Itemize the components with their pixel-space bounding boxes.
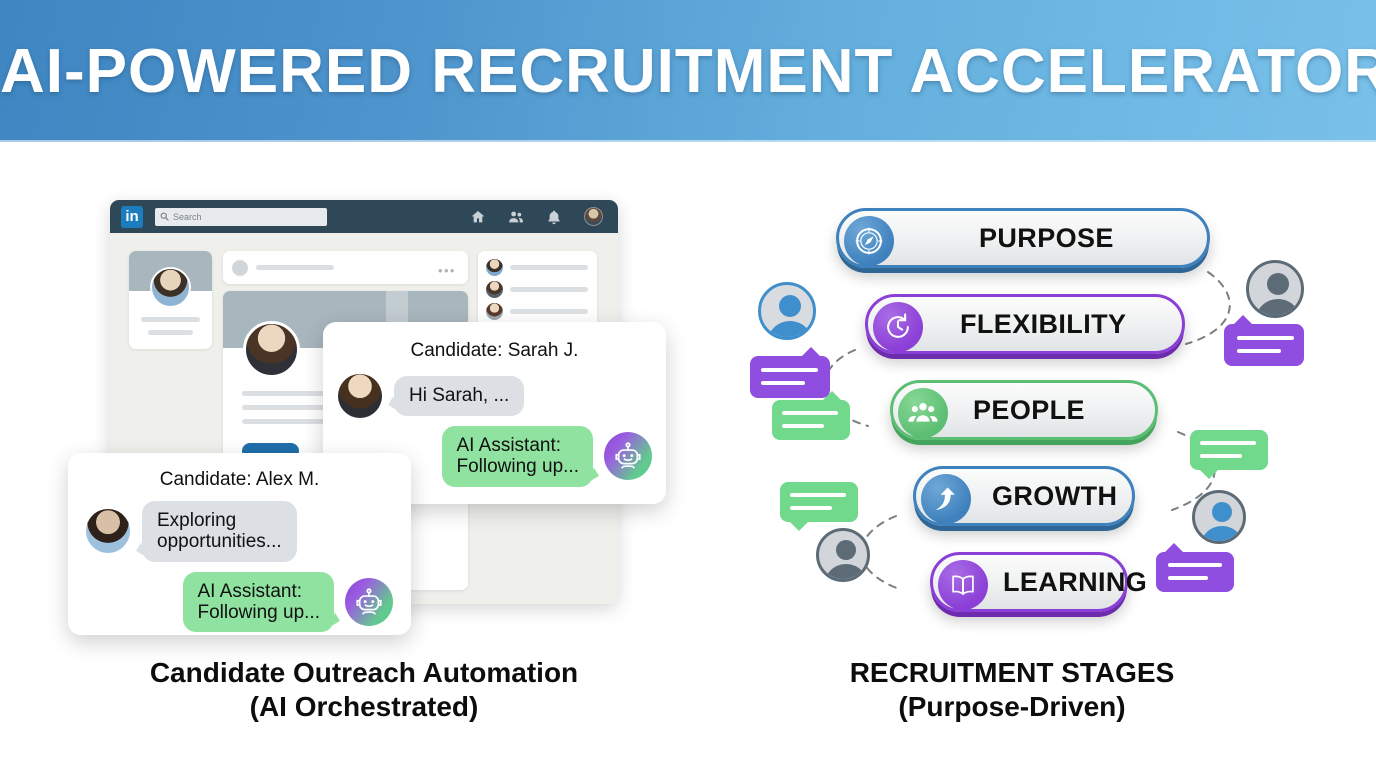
- list-item[interactable]: [486, 303, 589, 321]
- chat-message-outgoing: AI Assistant: Following up...: [68, 571, 393, 633]
- incoming-bubble: Exploring opportunities...: [142, 501, 297, 562]
- bell-icon[interactable]: [546, 209, 562, 225]
- book-icon: [938, 560, 988, 610]
- profile-card[interactable]: [129, 251, 212, 349]
- incoming-line-2: opportunities...: [157, 531, 282, 553]
- stage-label: GROWTH: [992, 480, 1118, 511]
- chat-message-incoming: Exploring opportunities...: [86, 501, 411, 562]
- post-author-avatar: [243, 321, 300, 378]
- profile-text-bar: [148, 330, 193, 335]
- profile-card-avatar: [150, 267, 191, 308]
- suggestion-avatar: [486, 303, 503, 320]
- outgoing-line-2: Following up...: [197, 601, 320, 623]
- chat-card-alex[interactable]: Candidate: Alex M. Exploring opportuniti…: [68, 453, 411, 635]
- decorative-bubble-purple: [750, 347, 830, 398]
- stage-pill-purpose[interactable]: PURPOSE: [836, 208, 1210, 268]
- page-title: AI-POWERED RECRUITMENT ACCELERATOR: [0, 37, 1376, 106]
- candidate-outreach-panel: in Search: [60, 160, 690, 660]
- group-icon: [898, 388, 948, 438]
- stage-label: LEARNING: [1003, 566, 1148, 597]
- outgoing-line-1: AI Assistant:: [197, 580, 303, 602]
- post-composer-card[interactable]: •••: [223, 251, 468, 284]
- home-icon[interactable]: [470, 209, 486, 225]
- incoming-line-1: Exploring: [157, 510, 237, 531]
- recruitment-stages-panel: PURPOSE FLEXIBILITY PEOPLE: [700, 160, 1376, 660]
- linkedin-logo[interactable]: in: [121, 205, 143, 228]
- stage-pill-learning[interactable]: LEARNING: [930, 552, 1147, 612]
- stage-pill-people[interactable]: PEOPLE: [890, 380, 1158, 440]
- chat-message-outgoing: AI Assistant: Following up...: [323, 426, 652, 487]
- caption-left: Candidate Outreach Automation (AI Orches…: [64, 656, 664, 723]
- stage-pill-flexibility[interactable]: FLEXIBILITY: [865, 294, 1185, 354]
- decorative-bubble-green: [1190, 430, 1268, 479]
- decorative-bubble-purple: [1224, 315, 1304, 366]
- outgoing-bubble: AI Assistant: Following up...: [183, 571, 334, 633]
- stage-label: FLEXIBILITY: [960, 308, 1127, 339]
- more-options-icon[interactable]: •••: [438, 263, 456, 278]
- chat-card-title: Candidate: Alex M.: [159, 469, 320, 490]
- list-item[interactable]: [486, 259, 589, 277]
- decorative-bubble-purple: [1156, 543, 1234, 592]
- linkedin-nav-icons: [470, 207, 607, 226]
- decorative-avatar-blue: [758, 282, 816, 340]
- ai-robot-icon: [604, 432, 652, 481]
- page-header: AI-POWERED RECRUITMENT ACCELERATOR: [0, 0, 1376, 143]
- stage-label: PEOPLE: [973, 394, 1085, 425]
- stage-pill-growth[interactable]: GROWTH: [913, 466, 1135, 526]
- candidate-avatar: [338, 374, 382, 418]
- clock-back-icon: [873, 302, 923, 352]
- suggestions-card: [478, 251, 597, 329]
- chat-card-title: Candidate: Sarah J.: [410, 340, 579, 361]
- suggestion-avatar: [486, 259, 503, 276]
- stage-label: PURPOSE: [979, 222, 1114, 253]
- ai-robot-icon: [345, 577, 393, 626]
- people-icon[interactable]: [508, 209, 524, 225]
- arrow-up-icon: [921, 474, 971, 524]
- caption-left-line2: (AI Orchestrated): [249, 690, 479, 722]
- composer-placeholder-bar: [256, 265, 334, 270]
- profile-text-bar: [141, 317, 200, 322]
- compass-icon: [844, 216, 894, 266]
- outgoing-bubble: AI Assistant: Following up...: [442, 426, 593, 487]
- caption-left-line1: Candidate Outreach Automation: [149, 657, 579, 688]
- decorative-avatar-blue: [1192, 490, 1246, 544]
- search-placeholder: Search: [173, 211, 202, 222]
- caption-right: RECRUITMENT STAGES (Purpose-Driven): [712, 656, 1312, 723]
- decorative-avatar-gray: [816, 528, 870, 582]
- search-icon: [160, 212, 169, 221]
- decorative-bubble-green: [780, 482, 858, 531]
- suggestion-text-bar: [510, 287, 588, 292]
- incoming-bubble: Hi Sarah, ...: [394, 376, 525, 416]
- suggestion-text-bar: [510, 265, 588, 270]
- caption-right-line1: RECRUITMENT STAGES: [849, 657, 1175, 688]
- candidate-avatar: [86, 509, 130, 554]
- chat-message-incoming: Hi Sarah, ...: [338, 374, 666, 418]
- outgoing-line-2: Following up...: [456, 456, 579, 478]
- caption-right-line2: (Purpose-Driven): [898, 690, 1126, 722]
- list-item[interactable]: [486, 281, 589, 299]
- search-input[interactable]: Search: [155, 207, 327, 226]
- composer-avatar: [232, 260, 248, 276]
- decorative-bubble-green: [772, 391, 850, 440]
- suggestion-text-bar: [510, 309, 588, 314]
- outgoing-line-1: AI Assistant:: [456, 435, 562, 456]
- decorative-avatar-gray: [1246, 260, 1304, 318]
- suggestion-avatar: [486, 281, 503, 298]
- linkedin-navbar: in Search: [110, 200, 618, 233]
- header-underline: [0, 140, 1376, 143]
- linkedin-profile-avatar[interactable]: [584, 207, 603, 226]
